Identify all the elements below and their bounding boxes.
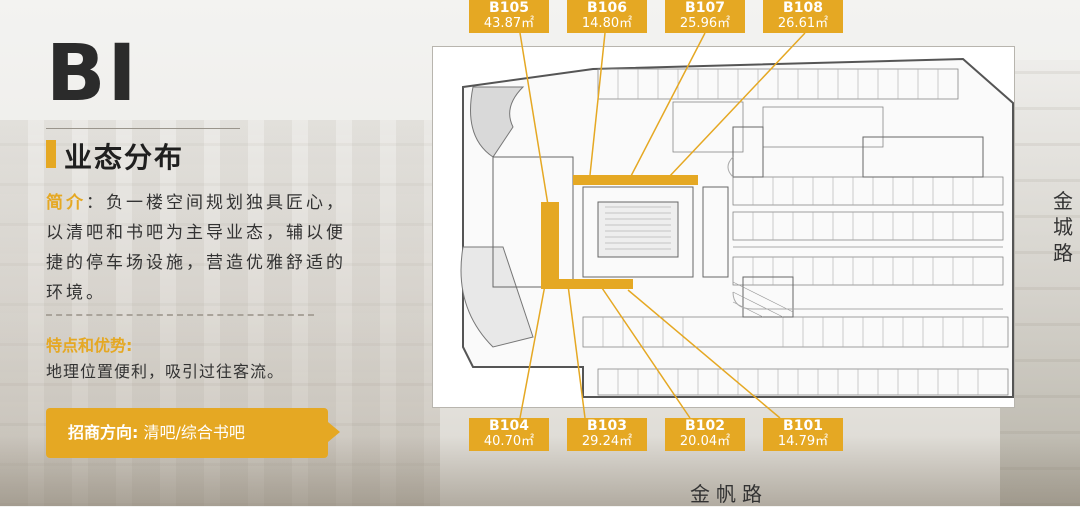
unit-code: B108 <box>783 0 823 16</box>
floor-logo: BI <box>46 29 139 119</box>
unit-label-b108: B108 26.61㎡ <box>763 0 843 33</box>
intro-text: ：负一楼空间规划独具匠心，以清吧和书吧为主导业态，辅以便捷的停车场设施，营造优雅… <box>46 193 346 303</box>
dashed-divider <box>46 314 314 316</box>
unit-code: B101 <box>783 418 823 434</box>
unit-area: 20.04㎡ <box>679 434 731 449</box>
unit-label-b106: B106 14.80㎡ <box>567 0 647 33</box>
unit-code: B102 <box>685 418 725 434</box>
unit-code: B106 <box>587 0 627 16</box>
unit-label-b105: B105 43.87㎡ <box>469 0 549 33</box>
unit-label-b104: B104 40.70㎡ <box>469 418 549 451</box>
unit-area: 29.24㎡ <box>581 434 633 449</box>
road-label-right: 金城路 <box>1053 189 1073 265</box>
ramp-south <box>460 246 534 348</box>
intro-paragraph: 简介：负一楼空间规划独具匠心，以清吧和书吧为主导业态，辅以便捷的停车场设施，营造… <box>46 188 358 308</box>
title-divider <box>46 128 240 129</box>
floor-plan <box>432 46 1015 408</box>
unit-area: 25.96㎡ <box>679 16 731 31</box>
unit-code: B107 <box>685 0 725 16</box>
unit-highlight-left <box>541 202 559 282</box>
road-label-bottom: 金帆路 <box>690 482 768 506</box>
unit-code: B104 <box>489 418 529 434</box>
section-title: 业态分布 <box>64 141 185 174</box>
unit-area: 14.79㎡ <box>777 434 829 449</box>
investment-value: 清吧/综合书吧 <box>143 423 245 442</box>
title-accent-bar <box>46 140 56 168</box>
unit-code: B103 <box>587 418 627 434</box>
unit-area: 26.61㎡ <box>777 16 829 31</box>
unit-highlight-top <box>573 175 698 185</box>
unit-label-b107: B107 25.96㎡ <box>665 0 745 33</box>
unit-code: B105 <box>489 0 529 16</box>
unit-label-b103: B103 29.24㎡ <box>567 418 647 451</box>
features-label: 特点和优势: <box>46 336 133 355</box>
unit-label-b102: B102 20.04㎡ <box>665 418 745 451</box>
features-text: 地理位置便利，吸引过往客流。 <box>46 362 285 381</box>
unit-area: 40.70㎡ <box>483 434 535 449</box>
unit-highlight-bottom <box>541 279 633 289</box>
unit-area: 43.87㎡ <box>483 16 535 31</box>
investment-direction-banner: 招商方向: 清吧/综合书吧 <box>46 408 340 458</box>
investment-label: 招商方向: <box>68 423 139 442</box>
unit-area: 14.80㎡ <box>581 16 633 31</box>
highlighted-units <box>541 175 698 289</box>
floor-plan-drawing <box>460 57 1014 398</box>
intro-label: 简介 <box>46 193 86 213</box>
unit-label-b101: B101 14.79㎡ <box>763 418 843 451</box>
